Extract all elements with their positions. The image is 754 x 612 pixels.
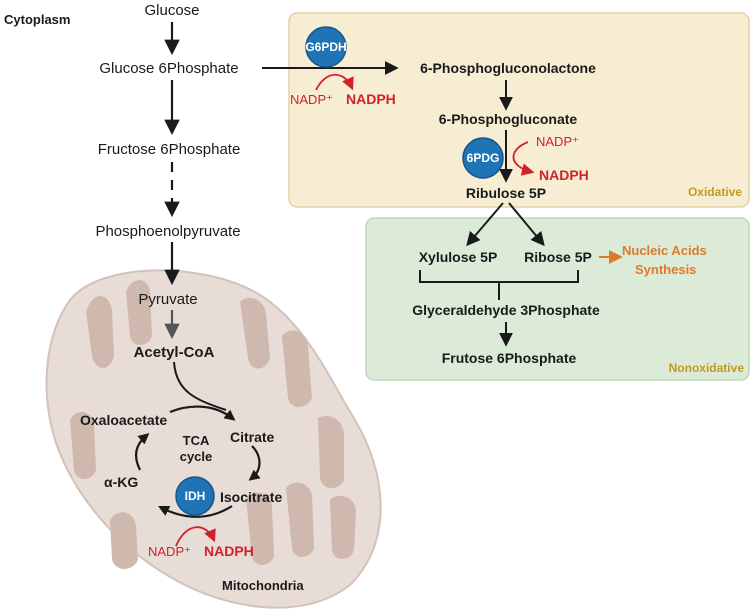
- lactone-label: 6-Phosphogluconolactone: [420, 60, 596, 76]
- nadph-label-3: NADPH: [204, 543, 254, 559]
- pep-label: Phosphoenolpyruvate: [95, 223, 240, 240]
- frutose-label: Frutose 6Phosphate: [442, 350, 577, 366]
- xylulose-label: Xylulose 5P: [419, 249, 498, 265]
- tca-label-2: cycle: [180, 449, 213, 464]
- mitochondria-shape: [45, 269, 382, 609]
- enzyme-idh-circle: [175, 476, 215, 516]
- enzyme-g6pdh-label: G6PDH: [305, 40, 346, 54]
- cytoplasm-label: Cytoplasm: [4, 12, 70, 27]
- enzyme-6pdg-label: 6PDG: [467, 151, 500, 165]
- bracket-combine: [419, 270, 579, 300]
- pyruvate-label: Pyruvate: [138, 291, 197, 308]
- acetyl-coa-label: Acetyl-CoA: [134, 344, 215, 361]
- oxidative-region: [288, 12, 750, 208]
- nonoxidative-region: [365, 217, 750, 381]
- arrow-nadp-nadph-3: [175, 526, 216, 547]
- isocitrate-label: Isocitrate: [220, 489, 282, 505]
- gluconate-label: 6-Phosphogluconate: [439, 111, 578, 127]
- enzyme-6pdg-circle: [462, 137, 504, 179]
- arrow-ribulose-ribose: [508, 202, 545, 247]
- fructose-6p-label: Fructose 6Phosphate: [98, 141, 241, 158]
- ribulose-label: Ribulose 5P: [466, 185, 546, 201]
- nucleic-label-2: Synthesis: [635, 262, 696, 277]
- arrow-akg-oxaloacetate: [134, 433, 150, 471]
- glyceraldehyde-label: Glyceraldehyde 3Phosphate: [412, 302, 600, 318]
- arrow-isocitrate-akg: [158, 505, 233, 518]
- arrow-oxaloacetate-citrate: [169, 405, 236, 421]
- mitochondria-label: Mitochondria: [222, 578, 304, 593]
- oxidative-label: Oxidative: [688, 185, 742, 199]
- enzyme-g6pdh-circle: [305, 26, 347, 68]
- ribose-label: Ribose 5P: [524, 249, 592, 265]
- nadp-label-1: NADP⁺: [290, 92, 333, 107]
- glucose-6p-label: Glucose 6Phosphate: [99, 60, 238, 77]
- arrow-nadp-nadph-2: [512, 141, 535, 176]
- arrow-acetyl-citrate: [173, 361, 227, 411]
- arrow-nadp-nadph-1: [315, 73, 354, 91]
- nadph-label-1: NADPH: [346, 91, 396, 107]
- nadp-label-3: NADP⁺: [148, 544, 191, 559]
- arrow-citrate-isocitrate: [248, 445, 261, 481]
- akg-label: α-KG: [104, 474, 138, 490]
- glucose-label: Glucose: [144, 2, 199, 19]
- enzyme-idh-label: IDH: [185, 489, 206, 503]
- nadp-label-2: NADP⁺: [536, 134, 579, 149]
- arrow-ribulose-xylulose: [466, 202, 504, 247]
- oxaloacetate-label: Oxaloacetate: [80, 412, 167, 428]
- nucleic-label-1: Nucleic Acids: [622, 243, 707, 258]
- tca-label-1: TCA: [183, 433, 210, 448]
- nonoxidative-label: Nonoxidative: [669, 361, 745, 375]
- citrate-label: Citrate: [230, 429, 275, 445]
- nadph-label-2: NADPH: [539, 167, 589, 183]
